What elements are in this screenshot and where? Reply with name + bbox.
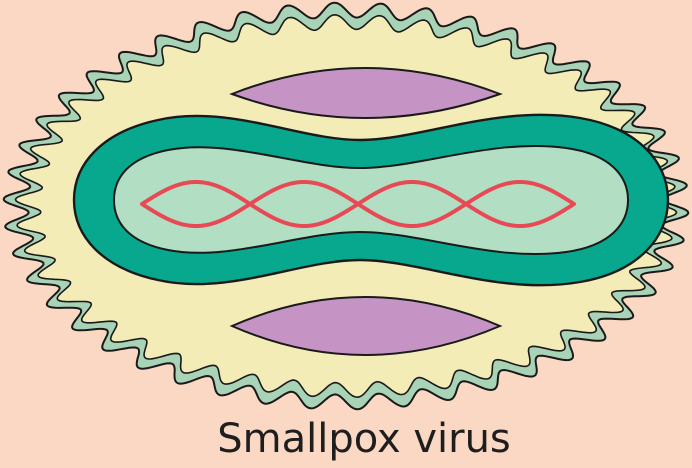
diagram-caption: Smallpox virus — [0, 416, 692, 462]
